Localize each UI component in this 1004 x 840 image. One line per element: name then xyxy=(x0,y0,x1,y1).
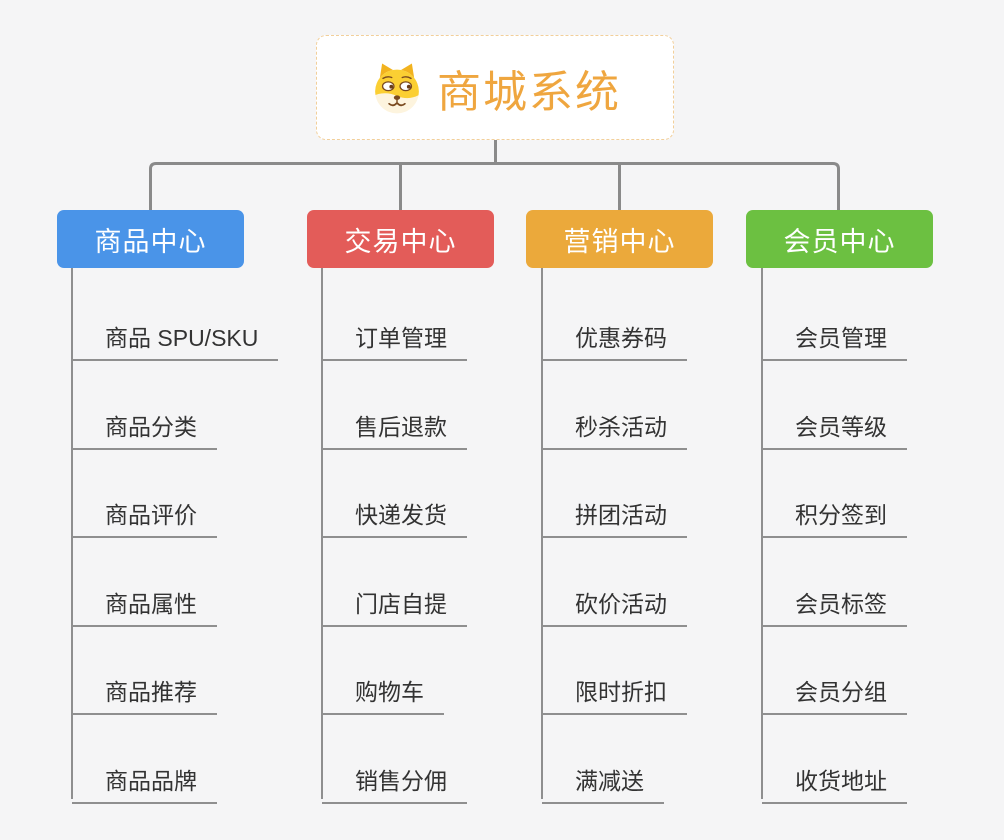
leaf-node-bargain-activity[interactable]: 砍价活动 xyxy=(542,577,687,627)
leaf-node-sales-commission[interactable]: 销售分佣 xyxy=(322,754,467,804)
leaf-node-member-management[interactable]: 会员管理 xyxy=(762,311,907,361)
branch-node-member-center[interactable]: 会员中心 xyxy=(746,210,933,268)
root-title: 商城系统 xyxy=(437,67,621,117)
branch-node-trade-center[interactable]: 交易中心 xyxy=(307,210,494,268)
leaf-node-shopping-cart[interactable]: 购物车 xyxy=(322,665,444,715)
leaf-column-trade-center: 订单管理 售后退款 快递发货 门店自提 购物车 销售分佣 xyxy=(322,0,572,840)
leaf-node-aftersale-refund[interactable]: 售后退款 xyxy=(322,400,467,450)
leaf-column-marketing-center: 优惠券码 秒杀活动 拼团活动 砍价活动 限时折扣 满减送 xyxy=(542,0,792,840)
leaf-node-spend-and-save[interactable]: 满减送 xyxy=(542,754,664,804)
leaf-node-product-category[interactable]: 商品分类 xyxy=(72,400,217,450)
leaf-node-product-attribute[interactable]: 商品属性 xyxy=(72,577,217,627)
leaf-node-product-recommend[interactable]: 商品推荐 xyxy=(72,665,217,715)
leaf-node-product-brand[interactable]: 商品品牌 xyxy=(72,754,217,804)
dog-face-icon xyxy=(375,63,419,113)
leaf-node-product-spu-sku[interactable]: 商品 SPU/SKU xyxy=(72,311,279,361)
leaf-node-member-level[interactable]: 会员等级 xyxy=(762,400,907,450)
leaf-node-limited-discount[interactable]: 限时折扣 xyxy=(542,665,687,715)
leaf-node-group-buy[interactable]: 拼团活动 xyxy=(542,488,687,538)
branch-node-product-center[interactable]: 商品中心 xyxy=(57,210,244,268)
leaf-node-member-tag[interactable]: 会员标签 xyxy=(762,577,907,627)
leaf-node-member-group[interactable]: 会员分组 xyxy=(762,665,907,715)
leaf-node-coupon-code[interactable]: 优惠券码 xyxy=(542,311,687,361)
branch-node-marketing-center[interactable]: 营销中心 xyxy=(526,210,713,268)
leaf-node-order-management[interactable]: 订单管理 xyxy=(322,311,467,361)
leaf-node-flash-sale[interactable]: 秒杀活动 xyxy=(542,400,687,450)
leaf-node-product-review[interactable]: 商品评价 xyxy=(72,488,217,538)
leaf-column-member-center: 会员管理 会员等级 积分签到 会员标签 会员分组 收货地址 xyxy=(762,0,1004,840)
leaf-node-points-checkin[interactable]: 积分签到 xyxy=(762,488,907,538)
leaf-node-store-pickup[interactable]: 门店自提 xyxy=(322,577,467,627)
leaf-node-express-shipping[interactable]: 快递发货 xyxy=(322,488,467,538)
root-node-mall-system[interactable]: 商城系统 xyxy=(316,35,674,140)
leaf-node-shipping-address[interactable]: 收货地址 xyxy=(762,754,907,804)
leaf-column-product-center: 商品 SPU/SKU 商品分类 商品评价 商品属性 商品推荐 商品品牌 xyxy=(72,0,322,840)
